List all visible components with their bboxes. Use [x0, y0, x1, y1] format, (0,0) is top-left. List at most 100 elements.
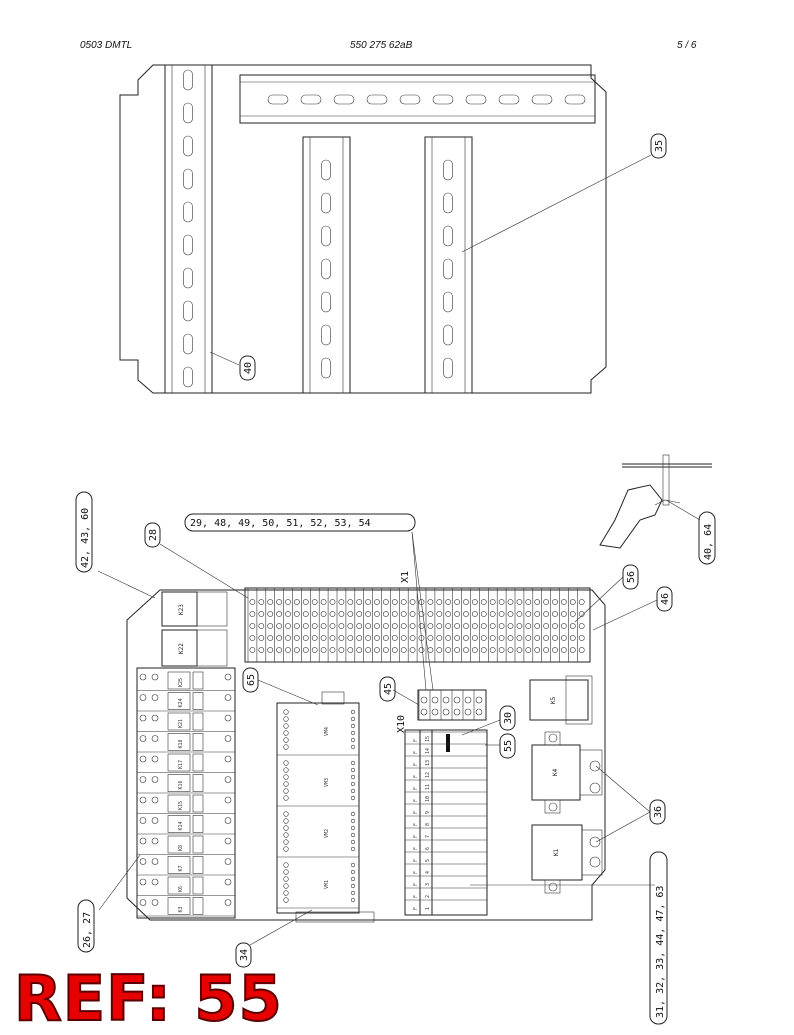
callout-40-64: 40, 64 — [698, 511, 716, 565]
svg-text:29, 48, 49, 50, 51, 52, 53, 54: 29, 48, 49, 50, 51, 52, 53, 54 — [190, 518, 371, 529]
fuse-mark: F — [413, 871, 419, 874]
svg-text:35: 35 — [654, 140, 665, 152]
fuse-mark: F — [413, 799, 419, 802]
header-part-number: 550 275 62aB — [350, 40, 413, 51]
fuse-number: 12 — [425, 772, 431, 778]
relay-label: K15 — [178, 801, 184, 810]
svg-text:45: 45 — [383, 683, 394, 695]
relay-k4: K4 — [531, 731, 603, 814]
callout-55: 55 — [499, 733, 516, 759]
din-clip-detail — [599, 454, 712, 549]
relay-label: K8 — [178, 845, 184, 851]
header-doc-code: 0503 DMTL — [80, 40, 133, 51]
din-rail-vertical-middle — [302, 136, 351, 394]
fuse-mark: F — [413, 811, 419, 814]
ref-banner: REF: 55 — [13, 962, 283, 1035]
svg-text:K5: K5 — [550, 696, 557, 704]
svg-text:K22: K22 — [178, 643, 185, 654]
svg-text:K1: K1 — [553, 848, 560, 856]
fuse-mark: F — [413, 847, 419, 850]
relay-label: K16 — [178, 780, 184, 789]
fuse-number: 7 — [425, 835, 431, 838]
fuse-mark: F — [413, 859, 419, 862]
callout-leaders — [97, 499, 701, 946]
relay-label: K25 — [178, 678, 184, 687]
callout-26-27: 26, 27 — [77, 899, 95, 953]
vm-module-label: VM3 — [324, 778, 330, 787]
callout-29-54: 29, 48, 49, 50, 51, 52, 53, 54 — [184, 513, 416, 532]
fuse-number: 2 — [425, 895, 431, 898]
fuse-number: 8 — [425, 823, 431, 826]
fuse-mark: F — [413, 907, 419, 910]
fuse-mark: F — [413, 739, 419, 742]
vm-module-label: VM4 — [324, 727, 330, 736]
mounting-plate-assembled — [126, 589, 606, 921]
callout-34: 34 — [235, 942, 252, 968]
mounting-plate-top — [119, 64, 607, 394]
fuse-mark: F — [413, 895, 419, 898]
vm-module-label: VM1 — [324, 880, 330, 889]
callout-31-63: 31, 32, 33, 44, 47, 63 — [649, 851, 668, 1025]
fuse-number: 5 — [425, 859, 431, 862]
header-page-number: 5 / 6 — [677, 40, 697, 51]
relay-k1: K1 — [531, 824, 603, 894]
relay-k22: K22 — [161, 629, 228, 667]
svg-text:40: 40 — [243, 362, 254, 374]
terminal-strip-x10 — [417, 689, 487, 721]
relay-label: K14 — [178, 821, 184, 830]
svg-text:34: 34 — [239, 949, 250, 961]
designator-x1: X1 — [400, 571, 411, 583]
fuse-mark: F — [413, 823, 419, 826]
fuse-number: 4 — [425, 871, 431, 874]
designator-x10: X10 — [396, 715, 407, 733]
callout-36: 36 — [649, 799, 666, 825]
relay-label: K18 — [178, 739, 184, 748]
callout-28: 28 — [144, 522, 161, 548]
fuse-number: 15 — [425, 736, 431, 742]
callout-46: 46 — [656, 586, 673, 612]
relay-label: K3 — [178, 906, 184, 912]
terminal-strip-x1 — [244, 587, 591, 663]
relay-k23: K23 — [161, 591, 228, 627]
callout-40: 40 — [239, 355, 256, 381]
svg-text:36: 36 — [653, 806, 664, 818]
fuse-mark: F — [413, 775, 419, 778]
svg-text:42, 43, 60: 42, 43, 60 — [80, 508, 91, 568]
din-rail-vertical-right — [424, 136, 473, 394]
callout-65: 65 — [242, 667, 259, 693]
fuse-mark: F — [413, 751, 419, 754]
svg-text:K4: K4 — [552, 768, 559, 776]
fuse-number: 3 — [425, 883, 431, 886]
svg-text:55: 55 — [503, 740, 514, 752]
fuse-mark: F — [413, 883, 419, 886]
fuse-mark: F — [413, 787, 419, 790]
fuse-number: 1 — [425, 907, 431, 910]
svg-text:26, 27: 26, 27 — [82, 912, 93, 948]
din-rail-horizontal — [239, 74, 596, 124]
fuse-number: 10 — [425, 796, 431, 802]
fuse-number: 9 — [425, 811, 431, 814]
svg-text:56: 56 — [626, 571, 637, 583]
fuse-mark: F — [413, 835, 419, 838]
svg-text:46: 46 — [660, 593, 671, 605]
fuse-number: 6 — [425, 847, 431, 850]
relay-k5: K5 — [529, 675, 593, 725]
relay-label: K17 — [178, 760, 184, 769]
callout-45: 45 — [379, 676, 396, 702]
din-rail-vertical-left — [164, 64, 213, 394]
svg-text:28: 28 — [148, 529, 159, 541]
svg-text:65: 65 — [246, 674, 257, 686]
fuse-number: 11 — [425, 784, 431, 790]
svg-text:40, 64: 40, 64 — [703, 524, 714, 560]
relay-label: K6 — [178, 886, 184, 892]
relay-label: K24 — [178, 698, 184, 707]
svg-text:30: 30 — [503, 712, 514, 724]
callout-35: 35 — [650, 133, 667, 159]
relay-label: K7 — [178, 865, 184, 871]
relay-label: K21 — [178, 719, 184, 728]
svg-text:31, 32, 33, 44, 47, 63: 31, 32, 33, 44, 47, 63 — [655, 886, 666, 1018]
svg-text:K23: K23 — [178, 604, 185, 615]
